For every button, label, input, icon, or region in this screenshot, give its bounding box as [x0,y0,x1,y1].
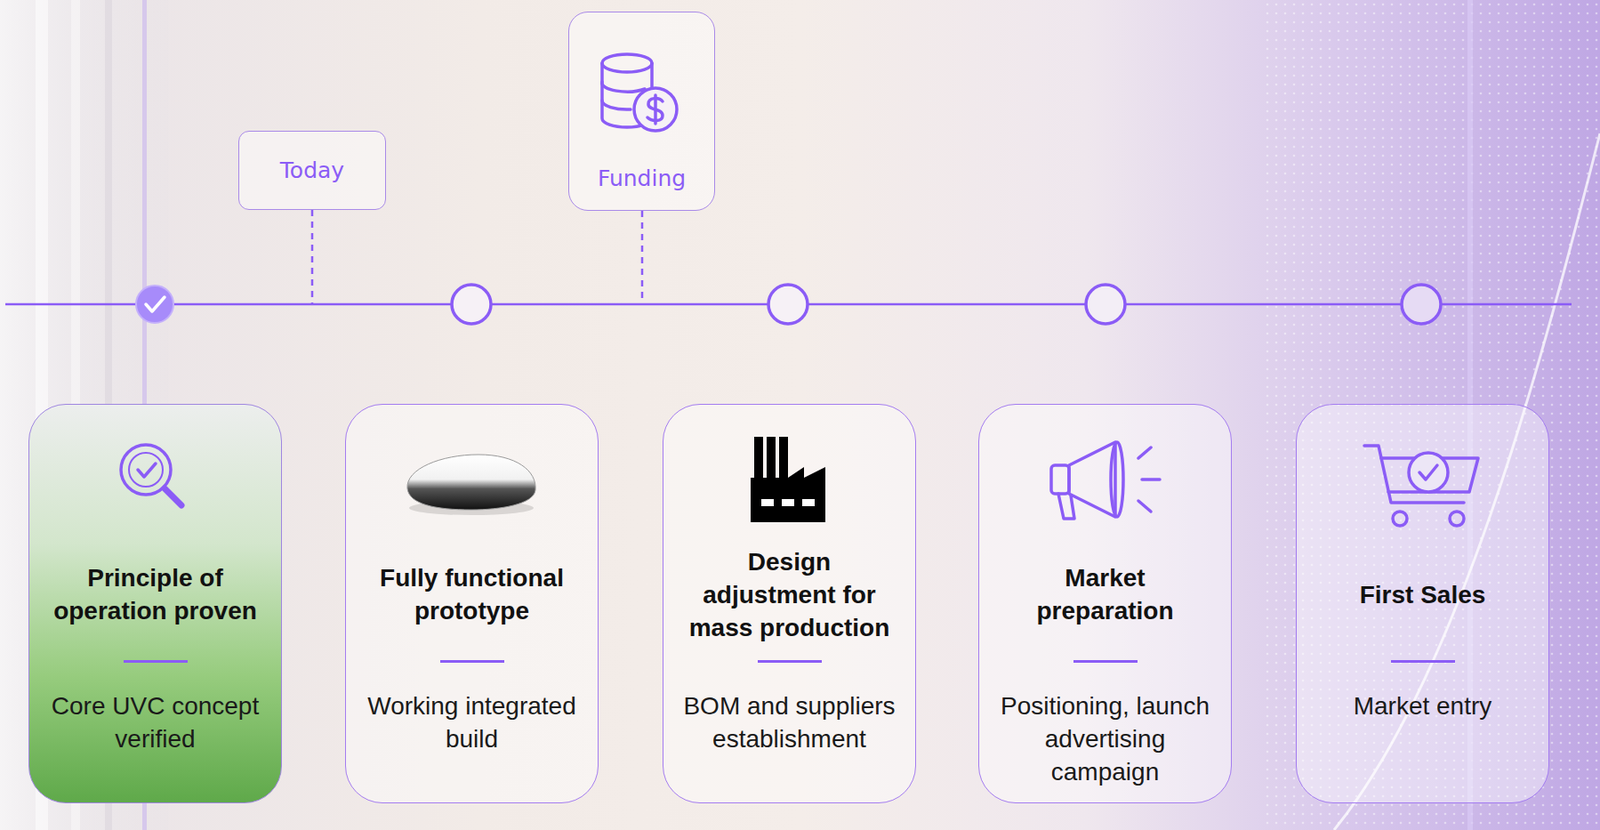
funding-leader [641,210,644,305]
card-title-area: Design adjustment for mass production [663,536,916,652]
card-title-area: First Sales [1296,536,1549,652]
milestone-title: Principle of operation proven [48,561,263,628]
device-shell [407,454,536,510]
today-callout: Today [238,130,386,210]
db-ring [602,81,645,92]
sound-ray [1141,477,1160,482]
factory-window [761,498,774,507]
card-divider [123,659,188,663]
milestone-description: BOM and suppliers establishment [678,689,901,756]
funding-callout: Funding [568,11,716,211]
sound-ray [1138,500,1151,512]
cart-handle [1364,445,1464,503]
megaphone-mouth [1110,442,1124,517]
coin [634,88,677,131]
lens [120,444,171,495]
megaphone-cone [1069,442,1116,517]
milestone-card: First SalesMarket entry [1295,403,1550,804]
handle [164,488,182,506]
funding-icon [602,54,677,131]
db-ring [602,100,631,110]
card-body-area: Positioning, launch advertising campaign [979,689,1231,788]
milestone-title: First Sales [1316,578,1530,612]
megaphone-back [1051,465,1070,494]
factory-window [781,498,795,507]
today-leader [311,209,314,305]
card-title-area: Fully functional prototype [345,536,598,652]
card-divider [1073,659,1138,663]
callout-label: Today [280,155,345,186]
factory-window [802,498,815,507]
dollar-bar [653,95,658,124]
milestone-description: Market entry [1311,689,1535,723]
card-body-area: Core UVC concept verified [29,689,282,756]
db-top [602,54,652,73]
dot-pattern [1262,0,1600,830]
megaphone-handle [1058,493,1075,519]
card-body-area: BOM and suppliers establishment [663,689,916,756]
milestone-marker [1401,284,1441,324]
factory-icon [750,436,826,523]
card-title-area: Market preparation [979,536,1231,652]
dollar-sign [647,98,663,121]
milestone-description: Working integrated build [361,689,584,756]
check-mark [137,463,156,477]
milestone-card-done: Principle of operation provenCore UVC co… [28,403,282,804]
shadow [409,500,534,515]
magnifier-icon [120,444,182,506]
milestone-card: Fully functional prototypeWorking integr… [345,403,599,804]
milestone-title: Fully functional prototype [365,561,579,628]
milestone-description: Positioning, launch advertising campaign [994,689,1217,788]
milestone-title: Market preparation [998,561,1213,628]
prototype-image [407,454,536,515]
milestone-title: Design adjustment for mass production [683,545,897,644]
check-badge [1408,452,1448,492]
card-body-area: Market entry [1296,689,1549,723]
sound-ray [1138,447,1151,459]
milestone-description: Core UVC concept verified [44,689,267,756]
megaphone-icon [1051,442,1160,519]
milestone-marker [768,284,808,324]
db-body [602,63,652,128]
check-mark [1419,465,1438,480]
milestone-done [136,285,174,323]
check-mark [145,297,165,312]
cart-icon [1364,445,1479,526]
cart-wheel [1392,511,1408,526]
milestone-marker [1085,284,1126,324]
cart-wheel [1449,511,1464,526]
milestone-card: Market preparationPositioning, launch ad… [978,403,1232,804]
callout-label: Funding [597,163,686,194]
milestone-card: Design adjustment for mass productionBOM… [662,403,917,804]
milestone-marker [451,284,491,324]
card-divider [440,659,505,663]
card-title-area: Principle of operation proven [29,536,282,652]
card-body-area: Working integrated build [345,689,598,756]
factory-body [750,436,826,523]
lens-inner [128,452,163,487]
db-side [650,63,654,89]
card-divider [1390,659,1456,663]
card-divider [757,659,822,663]
cart-basket [1381,458,1479,492]
